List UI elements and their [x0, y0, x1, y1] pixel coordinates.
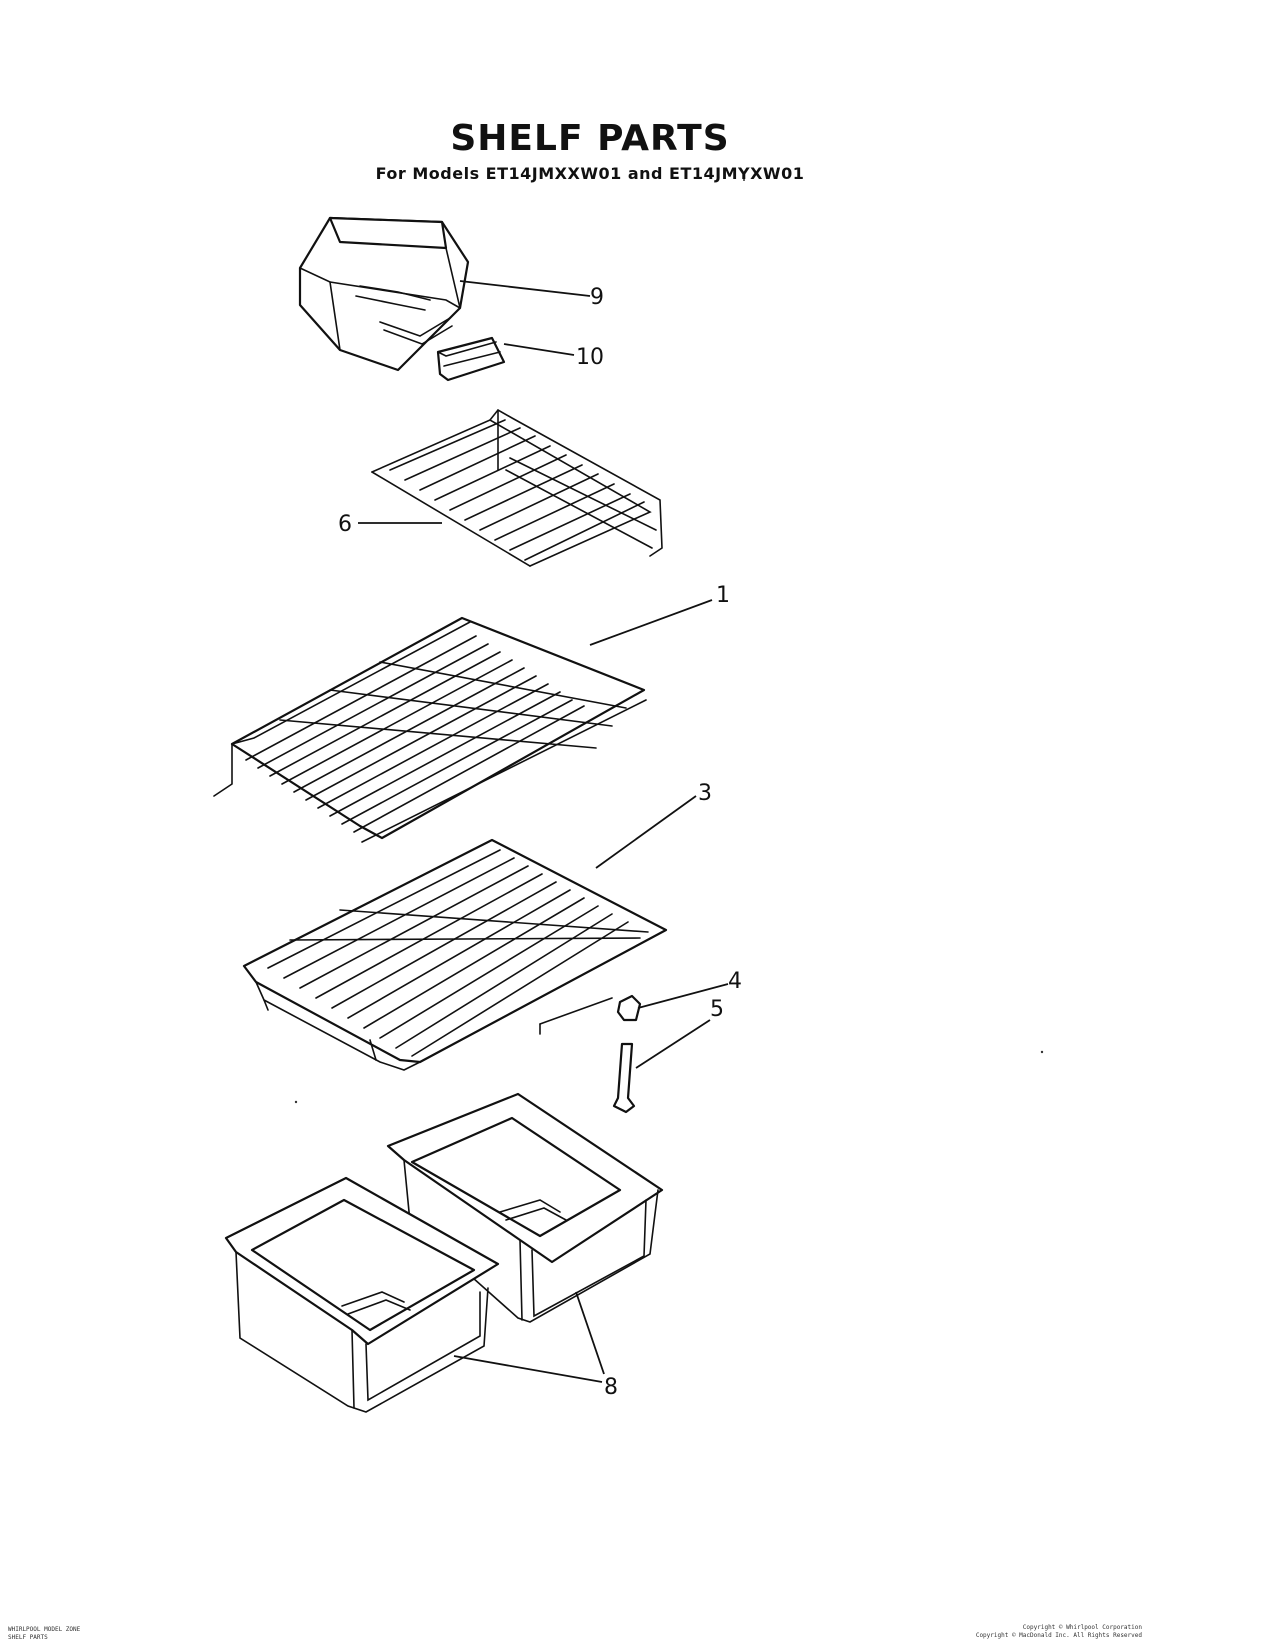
drawer-cover-bracket [436, 336, 506, 382]
page-title: SHELF PARTS [450, 118, 730, 159]
cover-support-clip [616, 994, 642, 1022]
callout-line-4 [637, 983, 729, 1009]
callout-3: 3 [698, 781, 712, 806]
callout-6: 6 [338, 512, 352, 537]
callout-line-10 [503, 343, 575, 356]
scan-specks [294, 179, 1044, 1104]
footer-right-line-2: Copyright © MacDonald Inc. All Rights Re… [975, 1632, 1142, 1639]
callout-10: 10 [576, 345, 604, 370]
callout-9: 9 [590, 285, 604, 310]
footer-left-line-1: WHIRLPOOL MODEL ZONE [8, 1626, 81, 1633]
callout-line-8a [575, 1291, 605, 1375]
callout-4: 4 [728, 969, 742, 994]
callout-line-8b [453, 1355, 603, 1383]
page-subtitle: For Models ET14JMXXW01 and ET14JMYXW01 [375, 164, 805, 183]
callout-line-1 [589, 599, 713, 646]
callout-5: 5 [710, 997, 724, 1022]
wire-shelf-large [213, 616, 647, 843]
wire-shelf-small [371, 408, 663, 567]
footer-right-line-1: Copyright © Whirlpool Corporation [1022, 1624, 1142, 1631]
footer-right: Copyright © Whirlpool Corporation Copyri… [976, 1624, 1142, 1640]
callout-numbers: 9 10 6 1 3 4 5 8 [338, 285, 742, 1400]
cover-support-post [612, 1042, 636, 1114]
footer-left-line-2: SHELF PARTS [8, 1634, 48, 1641]
crisper-drawer-left [224, 1176, 500, 1413]
crisper-drawer-right [386, 1092, 664, 1323]
footer-left: WHIRLPOOL MODEL ZONE SHELF PARTS [8, 1626, 80, 1642]
crisper-cover-shelf [242, 838, 668, 1071]
deli-drawer [298, 216, 470, 372]
callout-line-5 [635, 1019, 711, 1069]
callout-lines [358, 280, 729, 1383]
callout-1: 1 [716, 583, 730, 608]
callout-line-9 [459, 280, 591, 297]
callout-line-3 [595, 795, 697, 869]
callout-8: 8 [604, 1375, 618, 1400]
